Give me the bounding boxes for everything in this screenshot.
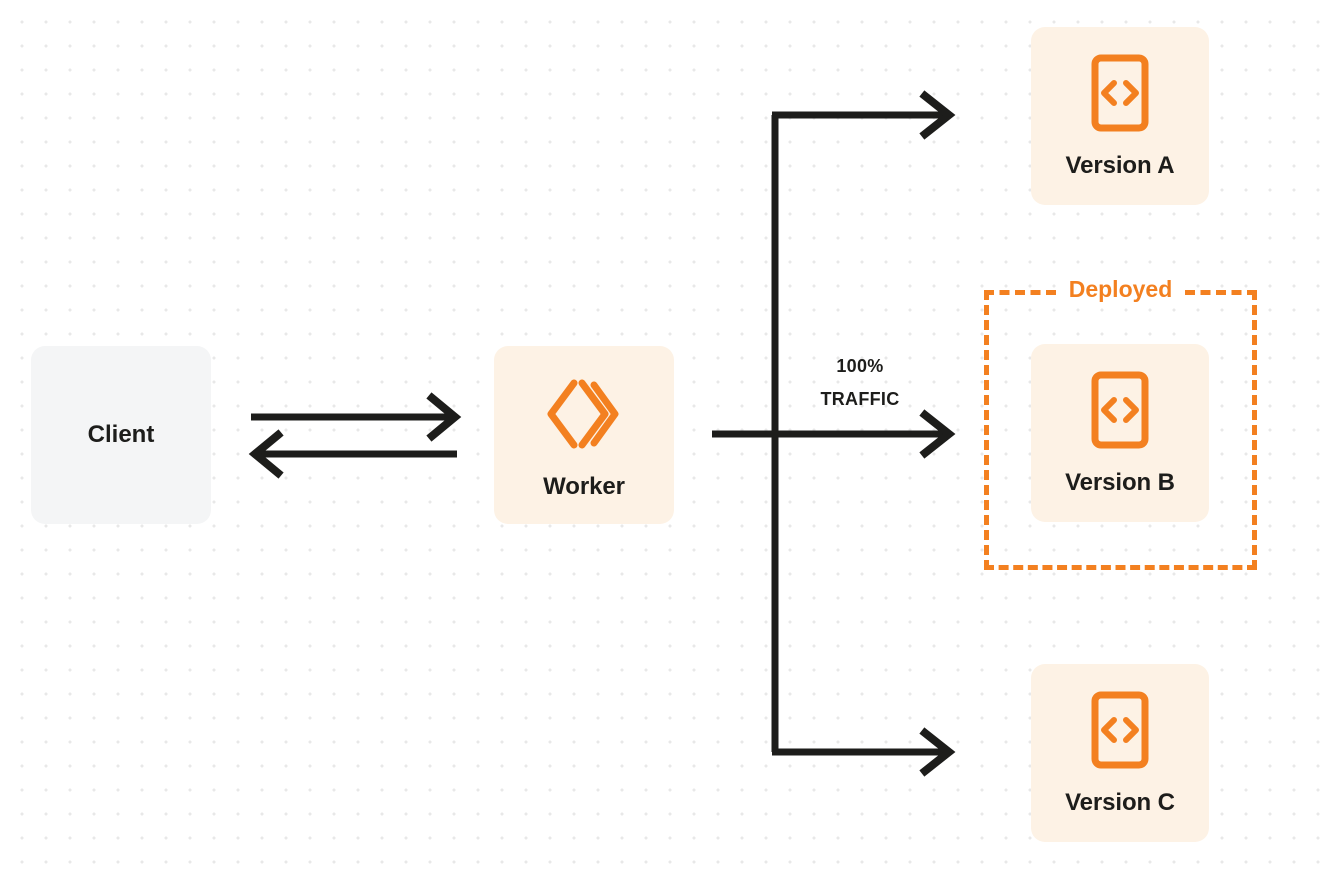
node-version-b-label: Version B	[1065, 469, 1175, 496]
code-file-icon	[1090, 371, 1150, 449]
arrow-worker-to-version-b	[712, 409, 956, 459]
node-client-label: Client	[87, 421, 155, 448]
deployed-border-bottom	[984, 565, 1257, 570]
deployed-border-left	[984, 290, 989, 570]
node-version-b[interactable]: Version B	[1031, 344, 1209, 522]
arrow-worker-to-client	[248, 429, 457, 479]
traffic-percent: 100%	[836, 356, 884, 376]
node-worker[interactable]: Worker	[494, 346, 674, 524]
node-version-a-label: Version A	[1065, 152, 1175, 179]
code-file-icon	[1090, 54, 1150, 132]
arrow-worker-to-version-c	[772, 727, 956, 777]
deployed-group-label: Deployed	[1059, 272, 1182, 306]
node-client[interactable]: Client	[31, 346, 211, 524]
arrow-client-to-worker	[251, 392, 462, 442]
deployed-border-right	[1252, 290, 1257, 570]
arrow-worker-to-version-a	[772, 90, 956, 140]
deployed-border-top-left	[984, 290, 1056, 295]
node-worker-label: Worker	[543, 473, 625, 500]
node-version-c-label: Version C	[1065, 789, 1175, 816]
code-file-icon	[1090, 691, 1150, 769]
node-version-c[interactable]: Version C	[1031, 664, 1209, 842]
deployed-border-top-right	[1185, 290, 1257, 295]
traffic-annotation: 100% TRAFFIC	[794, 350, 926, 416]
traffic-caption: TRAFFIC	[820, 389, 900, 409]
cloudflare-workers-icon	[541, 371, 627, 457]
node-version-a[interactable]: Version A	[1031, 27, 1209, 205]
